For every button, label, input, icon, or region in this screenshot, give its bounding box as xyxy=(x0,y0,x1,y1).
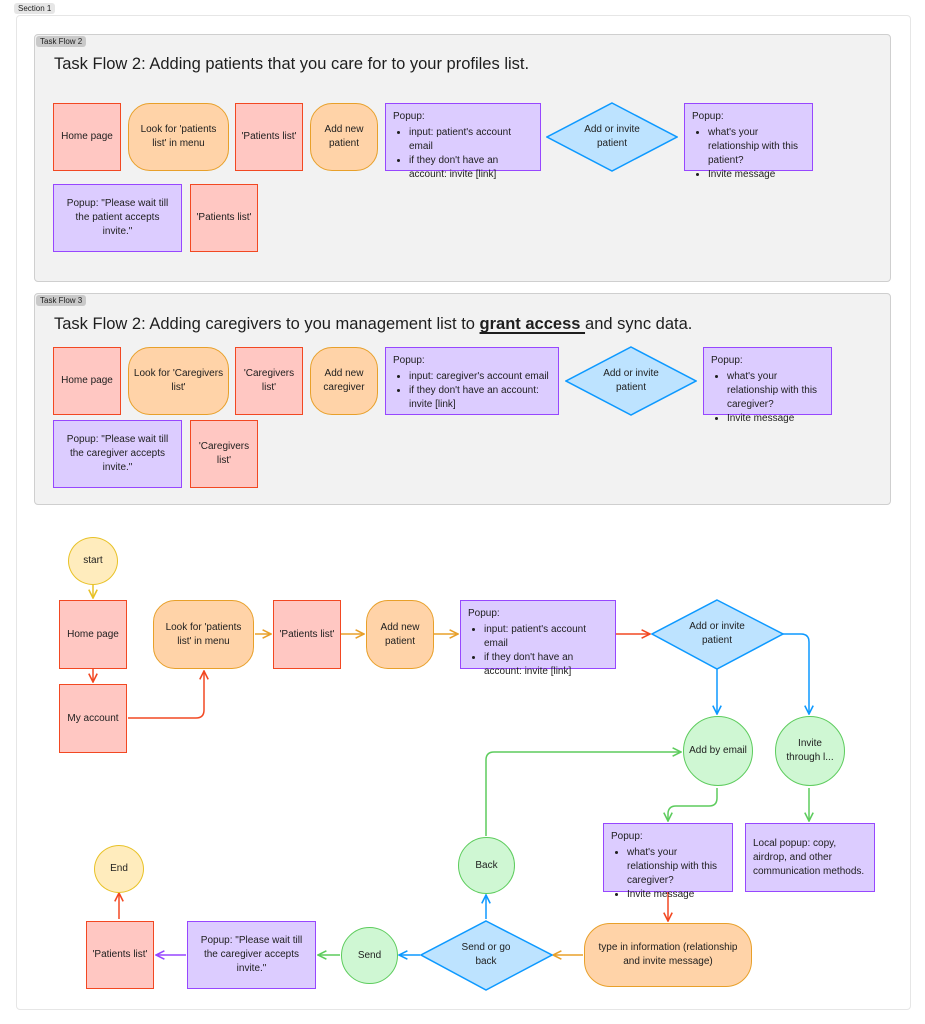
tf3-popup-email[interactable]: Popup: input: caregiver's account email … xyxy=(385,347,559,415)
flow-popup-wait[interactable]: Popup: "Please wait till the caregiver a… xyxy=(187,921,316,989)
flow-popup-email-item: if they don't have an account: invite [l… xyxy=(484,651,608,679)
edge-byemail-popup xyxy=(668,788,718,821)
tf3-add-new-caregiver[interactable]: Add new caregiver xyxy=(310,347,378,415)
tf2-patients-list[interactable]: 'Patients list' xyxy=(235,103,303,171)
tf2-popup-email-item: if they don't have an account: invite [l… xyxy=(409,154,533,182)
flow-invite-through-link[interactable]: Invite through l... xyxy=(775,716,845,786)
tf3-add-or-invite-diamond[interactable] xyxy=(565,346,697,416)
flow-popup-relationship[interactable]: Popup: what's your relationship with thi… xyxy=(603,823,733,900)
tf2-popup-relationship[interactable]: Popup: what's your relationship with thi… xyxy=(684,103,813,180)
tf3-caregivers-list-end[interactable]: 'Caregivers list' xyxy=(190,420,258,488)
tf3-home-page[interactable]: Home page xyxy=(53,347,121,415)
task-flow-2-title: Task Flow 2: Adding patients that you ca… xyxy=(54,55,530,73)
tf2-popup-email-title: Popup: xyxy=(393,111,425,122)
tf2-add-new-patient[interactable]: Add new patient xyxy=(310,103,378,171)
flow-start[interactable]: start xyxy=(68,537,118,585)
task-flow-3-title-post: and sync data. xyxy=(585,315,693,333)
tf2-popup-email-item: input: patient's account email xyxy=(409,126,533,154)
flow-my-account[interactable]: My account xyxy=(59,684,127,753)
tf3-popup-email-item: if they don't have an account: invite [l… xyxy=(409,384,551,412)
tf2-look-for-patients-list[interactable]: Look for 'patients list' in menu xyxy=(128,103,229,171)
flow-add-or-invite-label: Add or invite patient xyxy=(689,621,745,646)
task-flow-3-title-pre: Task Flow 2: Adding caregivers to you ma… xyxy=(54,315,480,333)
flow-popup-relationship-item: Invite message xyxy=(627,888,725,902)
tf3-popup-email-title: Popup: xyxy=(393,355,425,366)
flow-send-or-go-back-label: Send or go back xyxy=(461,942,511,967)
flow-patients-list-end[interactable]: 'Patients list' xyxy=(86,921,154,989)
flow-popup-email[interactable]: Popup: input: patient's account email if… xyxy=(460,600,616,677)
flow-send-or-go-back-diamond[interactable] xyxy=(420,920,553,991)
tf3-popup-relationship-item: what's your relationship with this careg… xyxy=(727,370,824,412)
tf2-popup-email[interactable]: Popup: input: patient's account email if… xyxy=(385,103,541,180)
task-flow-3-tag: Task Flow 3 xyxy=(36,295,87,306)
flow-add-new-patient[interactable]: Add new patient xyxy=(366,600,434,669)
tf3-caregivers-list[interactable]: 'Caregivers list' xyxy=(235,347,303,415)
flow-home-page[interactable]: Home page xyxy=(59,600,127,669)
flow-popup-email-item: input: patient's account email xyxy=(484,623,608,651)
section-label: Section 1 xyxy=(14,3,56,14)
edge-account-look xyxy=(128,671,204,719)
task-flow-2-tag: Task Flow 2 xyxy=(36,36,87,47)
tf3-popup-relationship-item: Invite message xyxy=(727,412,824,426)
flow-popup-email-title: Popup: xyxy=(468,608,500,619)
task-flow-3-title-emph: grant access xyxy=(479,315,586,333)
flow-look-for-patients-list[interactable]: Look for 'patients list' in menu xyxy=(153,600,254,669)
tf3-popup-wait[interactable]: Popup: "Please wait till the caregiver a… xyxy=(53,420,182,488)
tf2-home-page[interactable]: Home page xyxy=(53,103,121,171)
tf3-popup-relationship[interactable]: Popup: what's your relationship with thi… xyxy=(703,347,832,424)
edge-invite-through xyxy=(783,633,809,714)
tf3-popup-email-item: input: caregiver's account email xyxy=(409,370,551,384)
flow-end[interactable]: End xyxy=(94,845,144,893)
flow-popup-relationship-item: what's your relationship with this careg… xyxy=(627,846,725,888)
flow-send[interactable]: Send xyxy=(341,927,398,984)
flow-popup-relationship-title: Popup: xyxy=(611,831,643,842)
flow-patients-list[interactable]: 'Patients list' xyxy=(273,600,341,669)
task-flow-3-title: Task Flow 2: Adding caregivers to you ma… xyxy=(54,315,692,334)
tf2-popup-relationship-item: what's your relationship with this patie… xyxy=(708,126,805,168)
tf3-look-for-caregivers-list[interactable]: Look for 'Caregivers list' xyxy=(128,347,229,415)
tf2-patients-list-end[interactable]: 'Patients list' xyxy=(190,184,258,252)
flow-add-by-email[interactable]: Add by email xyxy=(683,716,753,786)
edge-back-byemail xyxy=(485,752,681,836)
tf3-add-or-invite-label: Add or invite patient xyxy=(603,368,659,393)
flow-back[interactable]: Back xyxy=(458,837,515,894)
tf2-popup-relationship-item: Invite message xyxy=(708,168,805,182)
flow-type-in-information[interactable]: type in information (relationship and in… xyxy=(584,923,752,987)
tf2-popup-wait[interactable]: Popup: "Please wait till the patient acc… xyxy=(53,184,182,252)
tf3-popup-relationship-title: Popup: xyxy=(711,355,743,366)
flow-add-or-invite-diamond[interactable] xyxy=(651,599,784,670)
flow-local-popup[interactable]: Local popup: copy, airdrop, and other co… xyxy=(745,823,875,892)
tf2-add-or-invite-diamond[interactable] xyxy=(546,102,678,172)
tf2-popup-relationship-title: Popup: xyxy=(692,111,724,122)
tf2-add-or-invite-label: Add or invite patient xyxy=(584,124,640,149)
